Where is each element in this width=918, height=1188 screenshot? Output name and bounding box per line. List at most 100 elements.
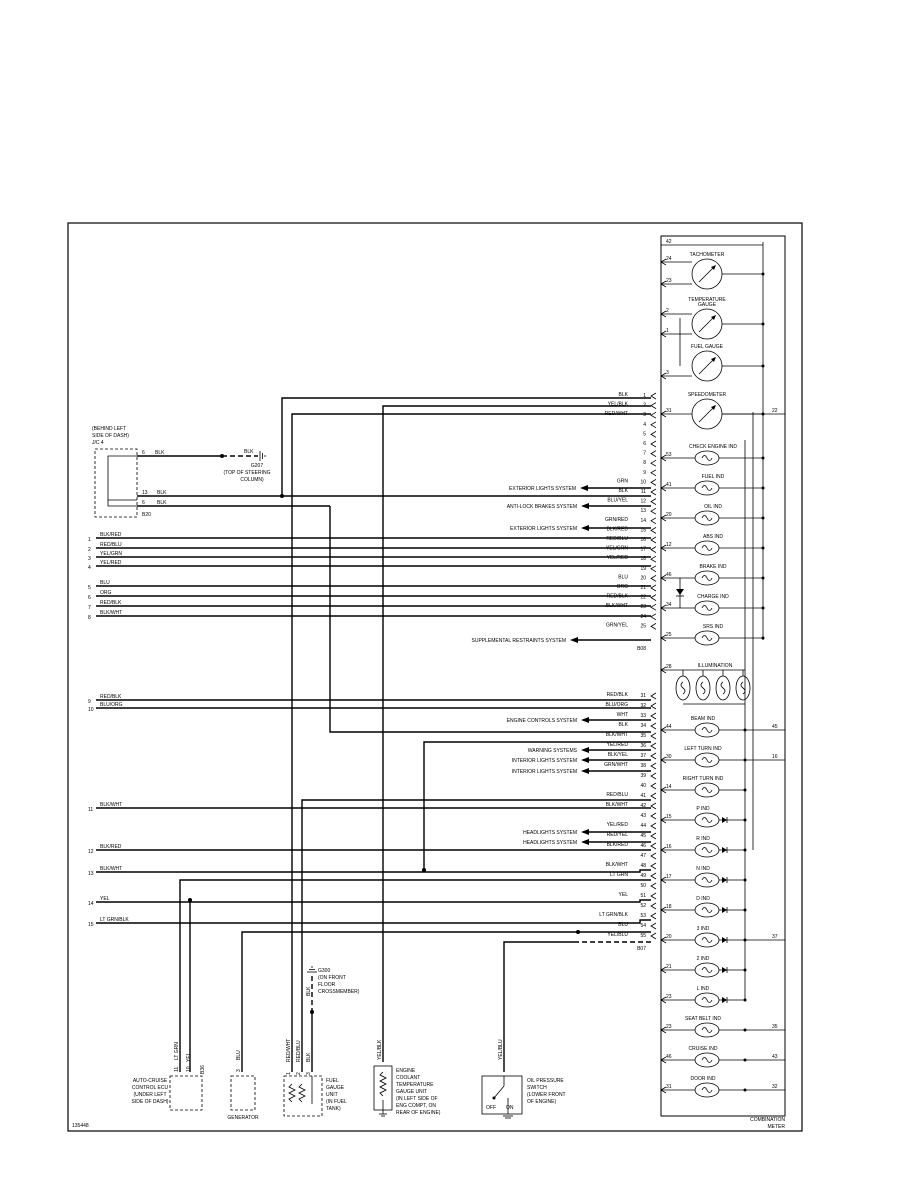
- junction-dot: [743, 818, 747, 822]
- diagram-frame: [67, 222, 803, 1132]
- svg-text:G207: G207: [251, 463, 263, 469]
- left-wire: [96, 869, 651, 873]
- illumination-label: ILLUMINATION: [698, 663, 733, 669]
- pin-chevron: [650, 792, 657, 800]
- gauge-needle-tip: [711, 315, 716, 320]
- b07-pin-number: 54: [640, 923, 646, 929]
- indicator-label: DOOR IND: [691, 1076, 716, 1082]
- svg-text:(ON FRONT: (ON FRONT: [318, 975, 346, 981]
- b08-pin-number: 20: [640, 575, 646, 581]
- svg-text:(TOP OF STEERING: (TOP OF STEERING: [223, 470, 270, 476]
- svg-text:OF ENGINE): OF ENGINE): [527, 1099, 557, 1105]
- b08-wire-color: RED/BLU: [606, 536, 628, 542]
- bulb-filament: [720, 681, 726, 695]
- bulb-filament: [701, 817, 713, 823]
- gauge-label: FUEL GAUGE: [691, 344, 724, 350]
- b07-wire-color: RED/BLK: [607, 692, 629, 698]
- svg-text:42: 42: [666, 239, 672, 245]
- system-arrow-icon: [570, 637, 578, 643]
- svg-text:3: 3: [236, 1069, 242, 1072]
- left-wire-color: YEL/RED: [100, 560, 122, 566]
- connector-b07-label: B07: [637, 946, 646, 952]
- svg-text:ENG COMPT, ON: ENG COMPT, ON: [396, 1103, 436, 1109]
- b07-pin-number: 40: [640, 783, 646, 789]
- indicator-label: OIL IND: [704, 504, 722, 510]
- pin-chevron: [650, 842, 657, 850]
- junction-dot: [743, 1028, 747, 1032]
- junction-dot: [743, 728, 747, 732]
- meter-name-2: METER: [768, 1124, 786, 1130]
- diode-icon: [676, 589, 684, 595]
- b08-pin-number: 3: [643, 412, 646, 418]
- svg-text:B20: B20: [142, 512, 151, 518]
- indicator-label: L IND: [697, 986, 710, 992]
- system-arrow-icon: [581, 525, 589, 531]
- b08-wire-color: BLK: [619, 392, 629, 398]
- pin-chevron: [660, 634, 667, 642]
- left-wire-number: 3: [88, 556, 91, 562]
- indicator-pin: 53: [666, 452, 672, 458]
- svg-text:GAUGE: GAUGE: [326, 1085, 345, 1091]
- left-wire-number: 15: [88, 922, 94, 928]
- b07-wire-color: BLU: [618, 922, 628, 928]
- svg-text:RED/WHT: RED/WHT: [286, 1039, 292, 1062]
- b08-pin-number: 12: [640, 499, 646, 505]
- junction-dot: [743, 878, 747, 882]
- pin-chevron: [650, 613, 657, 621]
- bulb-filament: [701, 545, 713, 551]
- pin-chevron: [660, 756, 667, 764]
- svg-text:BLK: BLK: [157, 500, 167, 506]
- bulb-filament: [700, 681, 706, 695]
- meter-top-pin: 42: [661, 239, 763, 246]
- pin-chevron: [660, 666, 667, 674]
- left-wire-number: 8: [88, 615, 91, 621]
- pin-chevron: [660, 1026, 667, 1034]
- svg-text:(BEHIND LEFT: (BEHIND LEFT: [92, 426, 126, 432]
- left-wire-color: BLK/RED: [100, 532, 122, 538]
- bulb-filament: [701, 455, 713, 461]
- b08-pin-number: 18: [640, 556, 646, 562]
- b08-pin-number: 14: [640, 518, 646, 524]
- b08-pin-number: 9: [643, 470, 646, 476]
- gauge-pin: 3: [666, 370, 669, 376]
- svg-text:2: 2: [296, 1072, 302, 1075]
- pin-chevron: [650, 555, 657, 563]
- pin-chevron: [660, 258, 667, 266]
- b07-pin-number: 49: [640, 873, 646, 879]
- gauge-pin: 23: [666, 278, 672, 284]
- svg-text:BLK: BLK: [155, 450, 165, 456]
- pin-chevron: [660, 514, 667, 522]
- left-wire-number: 14: [88, 901, 94, 907]
- b07-pin-number: 42: [640, 803, 646, 809]
- indicator-label: R IND: [696, 836, 710, 842]
- bulb-filament: [680, 681, 686, 695]
- indicator-pin: 30: [666, 754, 672, 760]
- svg-text:BLU: BLU: [236, 1050, 242, 1060]
- indicator-right-pin: 45: [772, 724, 778, 730]
- indicator-label: ABS IND: [703, 534, 723, 540]
- svg-text:SIDE OF DASH): SIDE OF DASH): [132, 1099, 169, 1105]
- indicator-pin: 25: [666, 632, 672, 638]
- svg-text:FLOOR: FLOOR: [318, 982, 336, 988]
- b07-pin-number: 52: [640, 903, 646, 909]
- svg-text:11: 11: [174, 1067, 180, 1072]
- pin-chevron: [660, 544, 667, 552]
- indicator-pin: 46: [666, 572, 672, 578]
- left-edge-wires: 1BLK/RED2RED/BLU3YEL/GRN4YEL/RED5BLU6ORG…: [88, 532, 651, 928]
- svg-text:10: 10: [186, 1066, 192, 1072]
- system-label: WARNING SYSTEMS: [528, 748, 578, 754]
- gauge-pin: 24: [666, 256, 672, 262]
- gauge-right-pin: 22: [772, 408, 778, 414]
- svg-text:BLK: BLK: [244, 449, 254, 455]
- junction-dot: [743, 968, 747, 972]
- svg-text:BLK: BLK: [306, 986, 312, 996]
- svg-text:COLUMN): COLUMN): [240, 477, 264, 483]
- pin-chevron: [660, 786, 667, 794]
- pin-chevron: [660, 846, 667, 854]
- junction-dot: [761, 516, 765, 520]
- b08-wire-color: GRN: [617, 478, 629, 484]
- pin-chevron: [650, 431, 657, 438]
- left-wire-number: 9: [88, 699, 91, 705]
- pin-chevron: [650, 762, 657, 770]
